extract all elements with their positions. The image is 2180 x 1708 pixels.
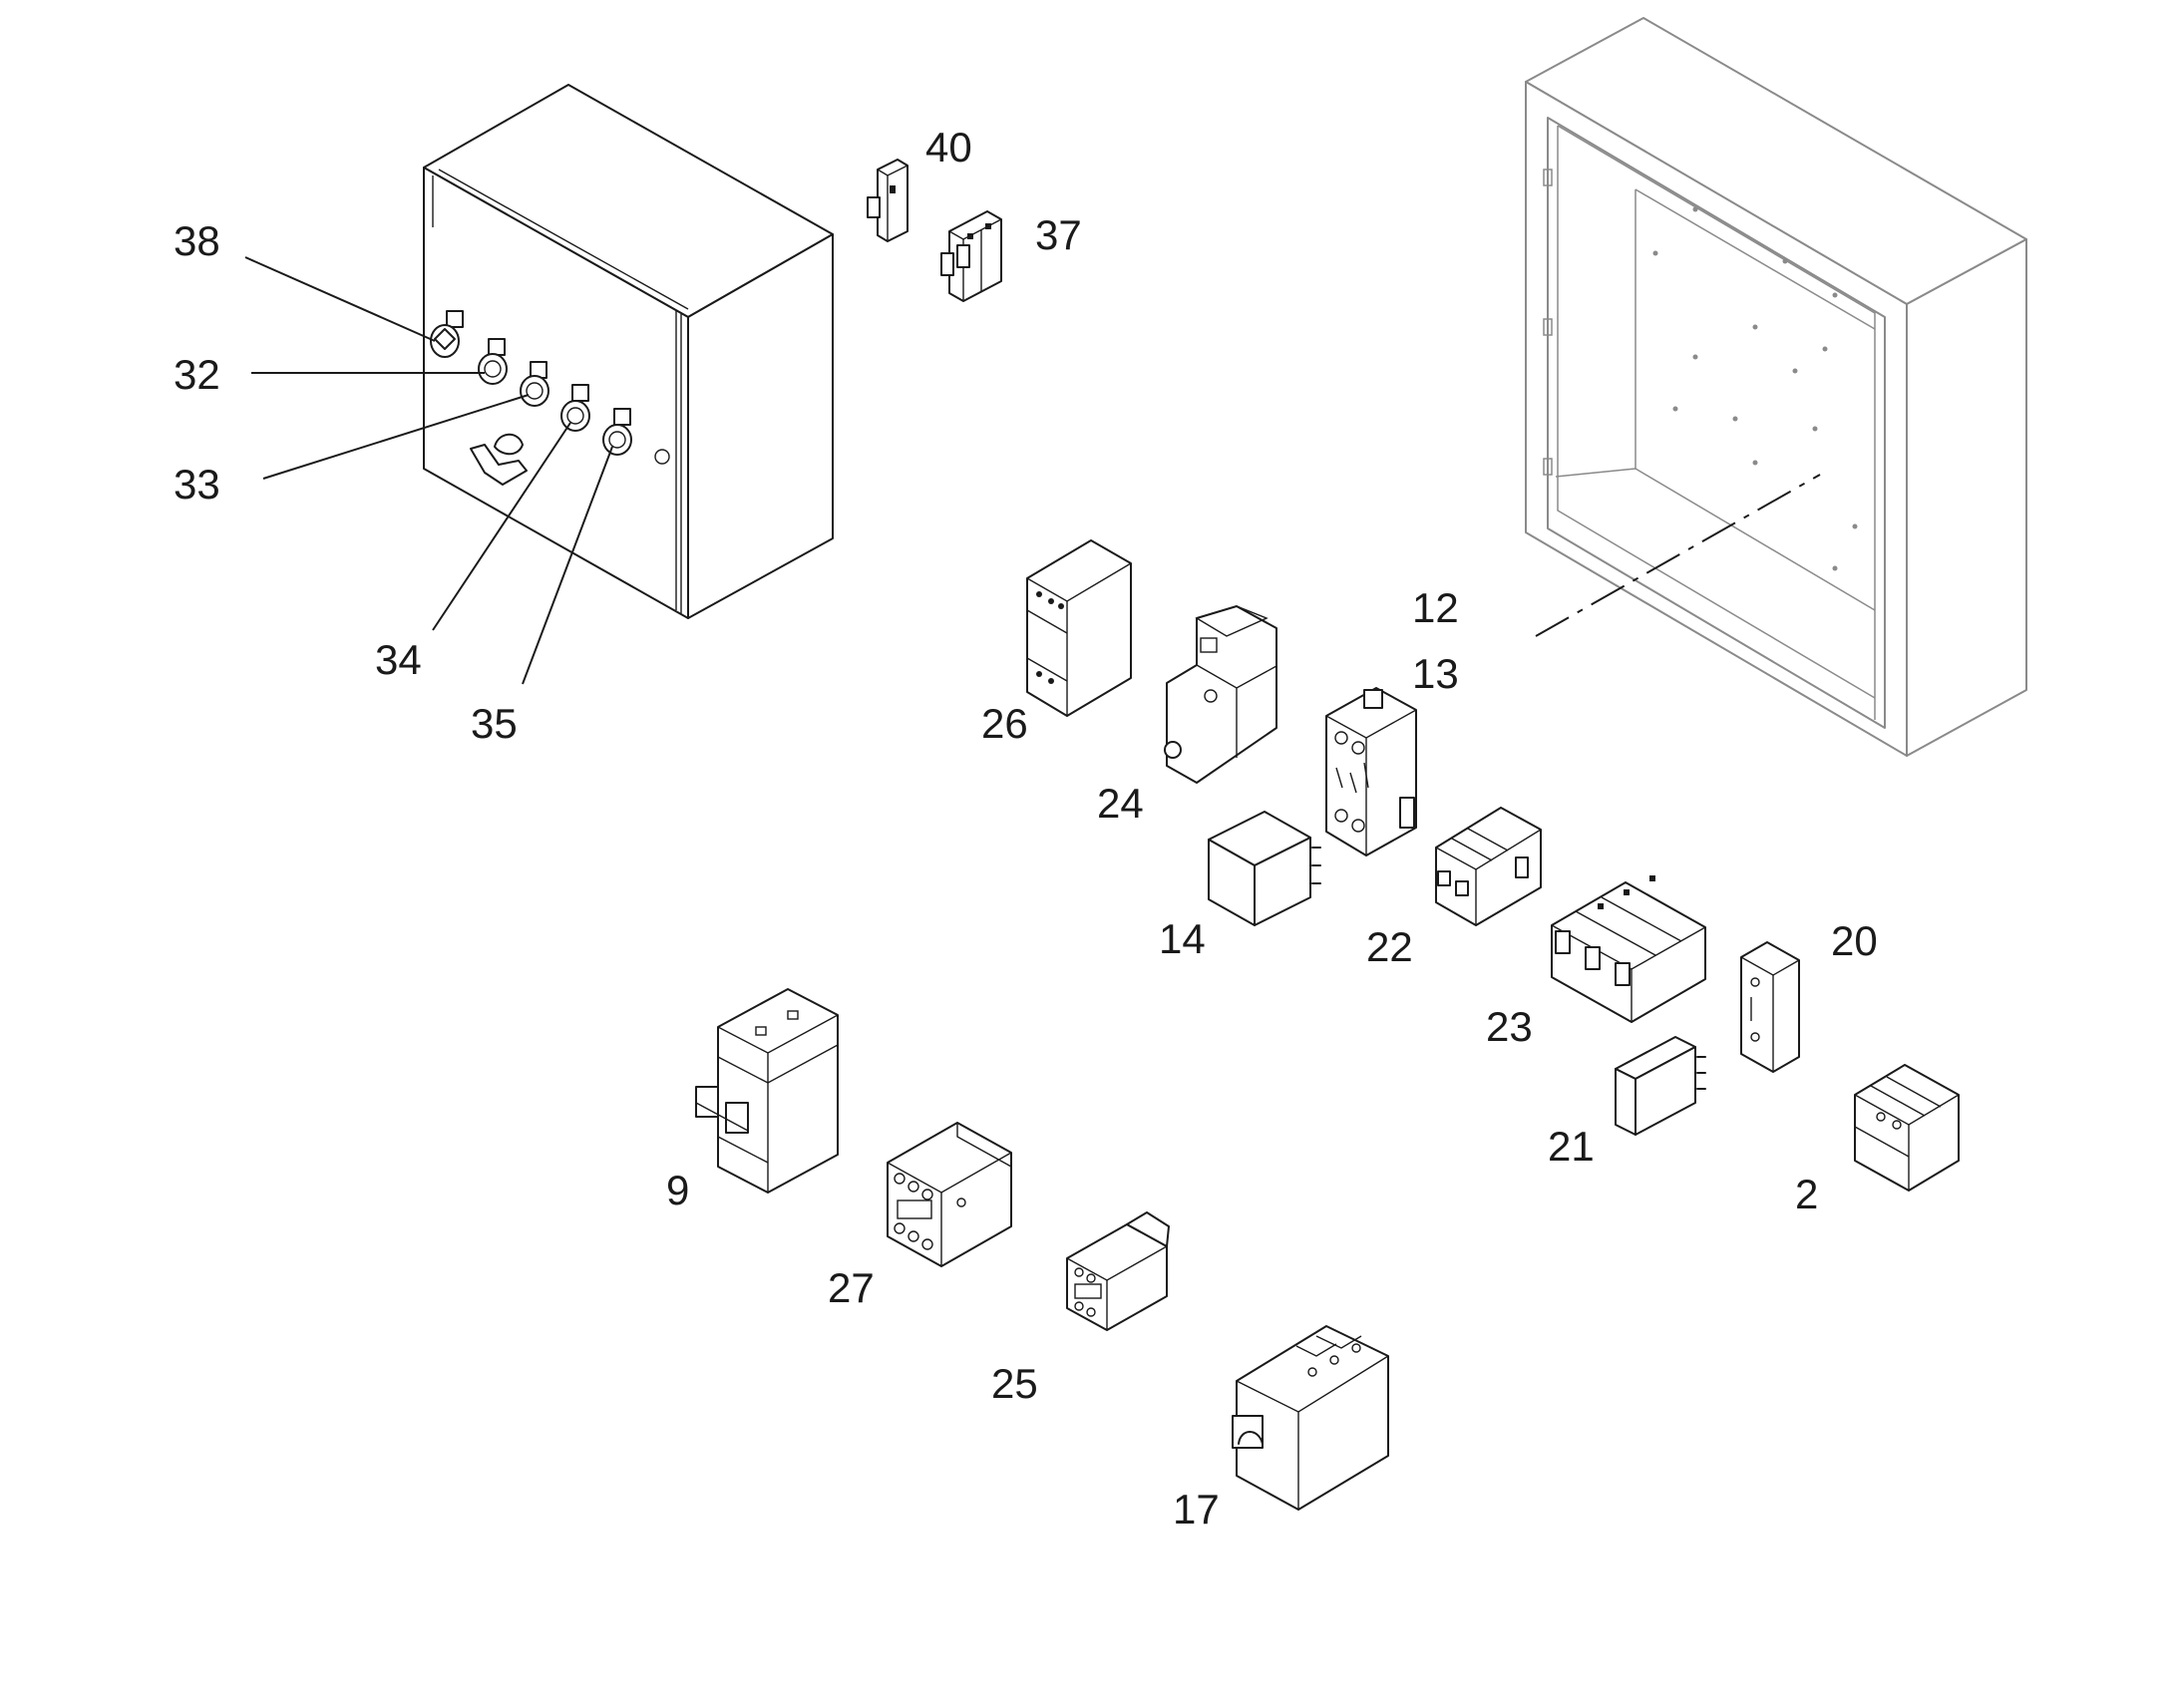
callout-12: 12 <box>1412 584 1459 631</box>
selector-switch-38 <box>430 310 464 358</box>
pushbutton-35 <box>602 408 632 456</box>
callout-33: 33 <box>174 461 220 508</box>
relay-cover-21 <box>1615 1036 1706 1136</box>
callout-40: 40 <box>925 124 972 171</box>
door-handle <box>470 433 528 486</box>
callout-35: 35 <box>471 700 518 747</box>
pushbutton-34 <box>560 384 590 432</box>
leader-35 <box>522 446 613 685</box>
open-enclosure-12 <box>1525 17 2027 757</box>
callout-27: 27 <box>828 1264 875 1311</box>
callout-2: 2 <box>1795 1171 1818 1217</box>
mounting-axis-line <box>1535 474 1821 637</box>
din-module-20 <box>1740 941 1800 1073</box>
callout-14: 14 <box>1159 915 1206 962</box>
three-pole-device-23 <box>1551 875 1706 1023</box>
closed-enclosure <box>423 84 834 619</box>
callout-17: 17 <box>1173 1486 1220 1533</box>
callout-22: 22 <box>1366 923 1413 970</box>
callout-32: 32 <box>174 351 220 398</box>
fuse-holder-2 <box>1854 1064 1960 1192</box>
leader-38 <box>244 256 436 342</box>
leader-lines <box>244 256 613 685</box>
din-module-26 <box>1026 539 1132 717</box>
mcb-2-pole-37 <box>940 210 1002 302</box>
leader-33 <box>262 394 530 480</box>
callout-24: 24 <box>1097 780 1144 827</box>
breaker-2-pole-9 <box>695 988 839 1194</box>
contactor-27 <box>887 1122 1012 1267</box>
pushbutton-33 <box>520 361 549 407</box>
callout-38: 38 <box>174 217 220 264</box>
callout-26: 26 <box>981 700 1028 747</box>
callout-37: 37 <box>1035 211 1082 258</box>
pushbutton-32 <box>478 338 508 385</box>
motor-protector-17 <box>1232 1325 1389 1511</box>
mcb-1-pole-40 <box>867 159 908 242</box>
mounting-plate-holes <box>1652 206 1858 571</box>
callout-13: 13 <box>1412 650 1459 697</box>
contactor-25 <box>1066 1211 1170 1331</box>
callout-25: 25 <box>991 1360 1038 1407</box>
terminal-block-22 <box>1435 807 1542 926</box>
din-module-24 <box>1164 605 1277 784</box>
callout-34: 34 <box>375 636 422 683</box>
callout-labels: 38 32 33 34 35 40 37 26 24 12 13 14 22 2… <box>174 124 1878 1533</box>
relay-socket-13 <box>1325 687 1417 856</box>
plug-in-relay-14 <box>1208 811 1321 926</box>
callout-20: 20 <box>1831 917 1878 964</box>
callout-21: 21 <box>1548 1123 1595 1170</box>
callout-23: 23 <box>1486 1003 1533 1050</box>
callout-9: 9 <box>666 1167 689 1213</box>
leader-34 <box>432 422 571 631</box>
